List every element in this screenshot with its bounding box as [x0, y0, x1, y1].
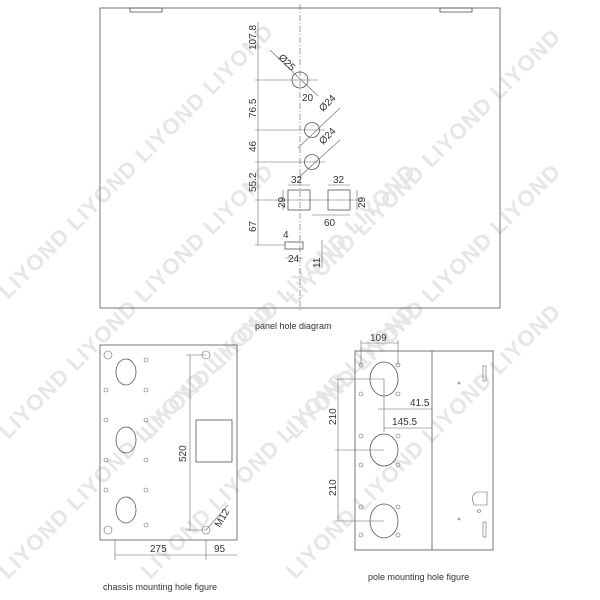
drawing-line	[477, 509, 481, 513]
dimension-label: 275	[150, 544, 167, 555]
watermark: LIYOND LIYOND LIYOND LIYOND LIYOND LIYON…	[0, 19, 566, 584]
drawing-line	[395, 504, 401, 510]
dimension-label: 4	[283, 230, 289, 241]
drawing-line	[457, 381, 461, 385]
dimension-label: 210	[328, 479, 339, 496]
pole-holes	[358, 362, 481, 538]
drawing-line	[143, 522, 149, 528]
drawing-line	[103, 487, 109, 493]
drawing-line	[297, 139, 341, 179]
dimension-label: 60	[324, 218, 336, 229]
dimension-label: 210	[328, 408, 339, 425]
dimension-label: 29	[357, 196, 368, 208]
dimension-label: 29	[277, 196, 288, 208]
drawing-line	[103, 417, 109, 423]
dimension-label: 67	[248, 220, 259, 232]
dimension-label: 95	[214, 544, 226, 555]
drawing-line	[457, 517, 461, 521]
drawing-line	[143, 417, 149, 423]
drawing-line	[472, 491, 488, 506]
dimension-label: LIYOND LIYOND LIYOND LIYOND	[0, 19, 279, 304]
dimension-label: 109	[370, 333, 387, 344]
dimension-label: 46	[248, 140, 259, 152]
pole-outline	[354, 350, 494, 551]
drawing-line	[143, 487, 149, 493]
dimension-label: 107.8	[248, 25, 259, 50]
dimension-label: LIYOND LIYOND LIYOND LIYOND	[281, 24, 566, 309]
drawing-line	[115, 426, 137, 454]
drawing-line	[358, 504, 364, 510]
dimension-label: 145.5	[392, 417, 417, 428]
drawing-line	[103, 457, 109, 463]
drawing-line	[143, 387, 149, 393]
hinge-right	[439, 7, 473, 13]
dimension-label: 520	[178, 445, 189, 462]
panel-hole-diagram: 107.8 76.5 46 55.2 67 Ø25 Ø24 Ø24 20 32 …	[99, 4, 501, 331]
drawing-line	[103, 387, 109, 393]
drawing-line	[205, 504, 229, 531]
drawing-line	[358, 532, 364, 538]
chassis-window	[195, 419, 233, 463]
drawing-line	[269, 49, 319, 97]
chassis-caption: chassis mounting hole figure	[103, 582, 217, 592]
chassis-mounting-hole-figure: 520 M12 275 95 chassis mounting hole fig…	[99, 344, 238, 592]
drawing-line	[115, 496, 137, 524]
dimension-label: 32	[333, 175, 345, 186]
drawing-line	[395, 532, 401, 538]
chassis-outline	[99, 344, 238, 541]
slot-bottom	[284, 241, 304, 250]
panel-caption: panel hole diagram	[255, 321, 332, 331]
dimension-label: 11	[312, 257, 323, 268]
drawing-line	[482, 365, 487, 382]
dimension-label: Ø25	[276, 52, 297, 73]
drawing-line	[143, 457, 149, 463]
dimension-label: 41.5	[410, 398, 430, 409]
dimension-label: Ø24	[317, 93, 338, 114]
dimension-label: 24	[288, 254, 300, 265]
drawing-line	[115, 358, 137, 386]
drawing-line	[103, 525, 113, 535]
drawing-line	[395, 391, 401, 397]
dimension-label: 32	[291, 175, 303, 186]
pole-mounting-hole-figure: 109 210 210 41.5 145.5 pole mounting hol…	[328, 333, 494, 582]
drawing-line	[103, 350, 113, 360]
drawing-line	[395, 462, 401, 468]
dimension-label: 55.2	[248, 172, 259, 192]
drawing-line	[395, 433, 401, 439]
drawing-line	[297, 107, 341, 149]
drawing-line	[358, 391, 364, 397]
pole-caption: pole mounting hole figure	[368, 572, 469, 582]
drawing-line	[482, 521, 487, 538]
dimension-label: LIYOND LIYOND LIYOND LIYOND	[281, 299, 566, 584]
drawing-line	[143, 357, 149, 363]
dimension-label: 20	[302, 93, 314, 104]
drawing-line	[358, 433, 364, 439]
hinge-left	[129, 7, 163, 13]
dimension-label: 76.5	[248, 98, 259, 118]
drawing-line	[358, 462, 364, 468]
